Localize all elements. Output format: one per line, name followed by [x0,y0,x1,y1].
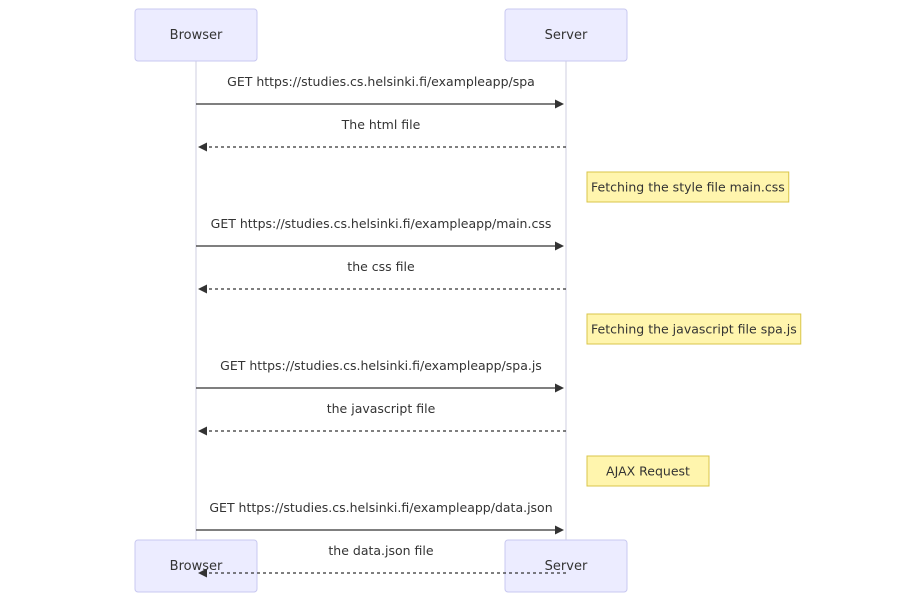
actor-browser-top: Browser [134,8,258,62]
actor-label: Browser [170,559,223,574]
arrowhead-icon [198,426,207,436]
message-6: GET https://studies.cs.helsinki.fi/examp… [196,358,564,393]
actor-label: Server [545,28,588,43]
actors-top: Browser Server [134,8,628,62]
note-box [586,455,710,487]
actors-bottom: Browser Server [134,539,628,593]
note-label: Fetching the style file main.css [591,180,785,195]
actor-server-top: Server [504,8,628,62]
actor-box [504,8,628,62]
note-box [586,313,802,345]
message-label: GET https://studies.cs.helsinki.fi/examp… [227,74,535,89]
note-box [586,171,790,203]
message-label: GET https://studies.cs.helsinki.fi/examp… [209,500,552,515]
message-7: the javascript file [198,401,566,436]
arrowhead-icon [198,284,207,294]
message-9: GET https://studies.cs.helsinki.fi/examp… [196,500,564,535]
actor-box [134,8,258,62]
steps: GET https://studies.cs.helsinki.fi/examp… [196,74,802,578]
message-3: GET https://studies.cs.helsinki.fi/examp… [196,216,564,251]
message-0: GET https://studies.cs.helsinki.fi/examp… [196,74,564,109]
message-1: The html file [198,117,566,152]
arrowhead-icon [555,525,564,535]
message-label: The html file [341,117,421,132]
note-5: Fetching the javascript file spa.js [586,313,802,345]
message-label: the data.json file [328,543,433,558]
arrowhead-icon [555,99,564,109]
actor-box [504,539,628,593]
note-2: Fetching the style file main.css [586,171,790,203]
note-label: AJAX Request [606,464,690,479]
arrowhead-icon [555,383,564,393]
actor-label: Browser [170,28,223,43]
arrowhead-icon [198,568,207,578]
actor-box [134,539,258,593]
arrowhead-icon [198,142,207,152]
lifelines [195,61,567,540]
actor-server-bottom: Server [504,539,628,593]
message-label: the javascript file [327,401,436,416]
arrowhead-icon [555,241,564,251]
message-label: GET https://studies.cs.helsinki.fi/examp… [220,358,542,373]
note-8: AJAX Request [586,455,710,487]
message-10: the data.json file [198,543,566,578]
message-4: the css file [198,259,566,294]
message-label: GET https://studies.cs.helsinki.fi/examp… [211,216,552,231]
message-label: the css file [347,259,415,274]
actor-browser-bottom: Browser [134,539,258,593]
actor-label: Server [545,559,588,574]
note-label: Fetching the javascript file spa.js [591,322,797,337]
